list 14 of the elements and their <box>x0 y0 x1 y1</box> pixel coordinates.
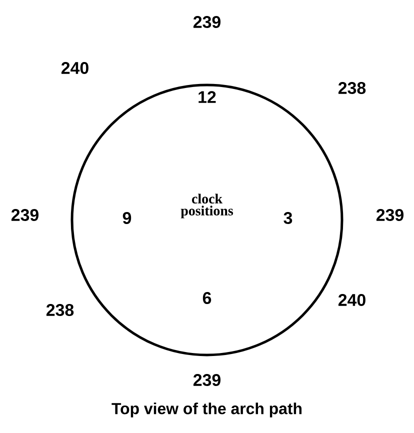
caption: Top view of the arch path <box>112 402 302 418</box>
angle-value: 238 <box>338 82 366 94</box>
angle-value: 239 <box>11 209 38 221</box>
clock-number: 6 <box>202 292 212 304</box>
angle-value: 239 <box>193 16 220 28</box>
angle-value: 240 <box>338 294 366 306</box>
angle-value: 240 <box>61 62 88 74</box>
angle-value: 238 <box>46 304 74 316</box>
clock-number: 12 <box>198 91 216 103</box>
clock-number: 3 <box>284 212 292 224</box>
center-text: clock positions <box>180 194 234 218</box>
angle-value: 239 <box>193 374 220 386</box>
clock-number: 9 <box>122 212 132 224</box>
angle-value: 239 <box>376 209 404 221</box>
